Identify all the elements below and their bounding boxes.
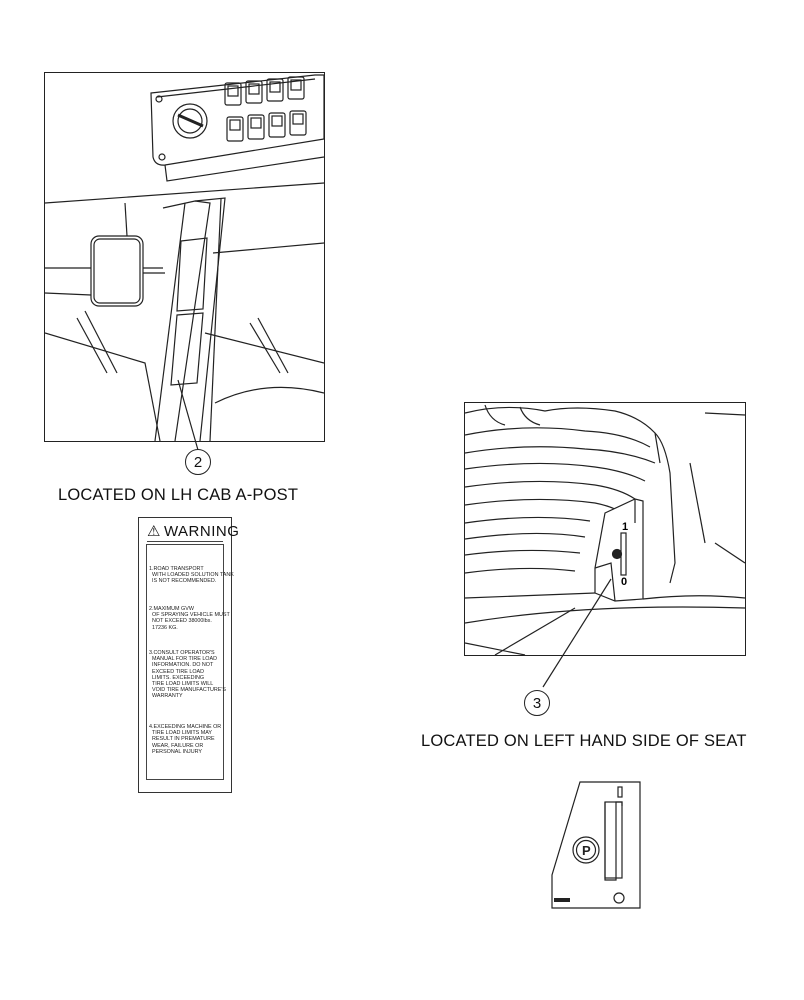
caption-lh-cab-a-post: LOCATED ON LH CAB A-POST bbox=[58, 486, 299, 504]
warning-item-4: 4.EXCEEDING MACHINE OR TIRE LOAD LIMITS … bbox=[149, 724, 222, 755]
cab-a-post-illustration bbox=[44, 72, 325, 442]
parking-brake-symbol: P bbox=[582, 843, 591, 858]
warning-triangle-icon: ⚠ bbox=[147, 523, 161, 540]
warning-decal-body bbox=[146, 544, 224, 780]
cab-a-post-drawing bbox=[45, 74, 324, 441]
callout-3: 3 bbox=[524, 690, 550, 716]
lever-mark-top: 1 bbox=[622, 521, 628, 533]
warning-item-3: 3.CONSULT OPERATOR'S MANUAL FOR TIRE LOA… bbox=[149, 650, 227, 700]
seat-lever-decal: P bbox=[551, 781, 641, 909]
seat-side-drawing: 1 0 bbox=[465, 404, 745, 655]
warning-item-2: 2.MAXIMUM GVW OF SPRAYING VEHICLE MUST N… bbox=[149, 606, 230, 631]
callout-3-leader bbox=[542, 578, 612, 688]
warning-decal: ⚠ WARNING 1.ROAD TRANSPORT WITH LOADED S… bbox=[138, 517, 239, 793]
warning-decal-header: ⚠ WARNING bbox=[147, 521, 239, 542]
seat-side-illustration: 1 0 bbox=[464, 402, 746, 656]
callout-2: 2 bbox=[185, 449, 211, 475]
callout-2-leader bbox=[177, 379, 199, 451]
warning-item-1: 1.ROAD TRANSPORT WITH LOADED SOLUTION TA… bbox=[149, 566, 234, 585]
caption-left-hand-side-of-seat: LOCATED ON LEFT HAND SIDE OF SEAT bbox=[421, 732, 747, 750]
warning-decal-title: WARNING bbox=[163, 522, 240, 540]
lever-mark-bottom: 0 bbox=[621, 576, 627, 588]
